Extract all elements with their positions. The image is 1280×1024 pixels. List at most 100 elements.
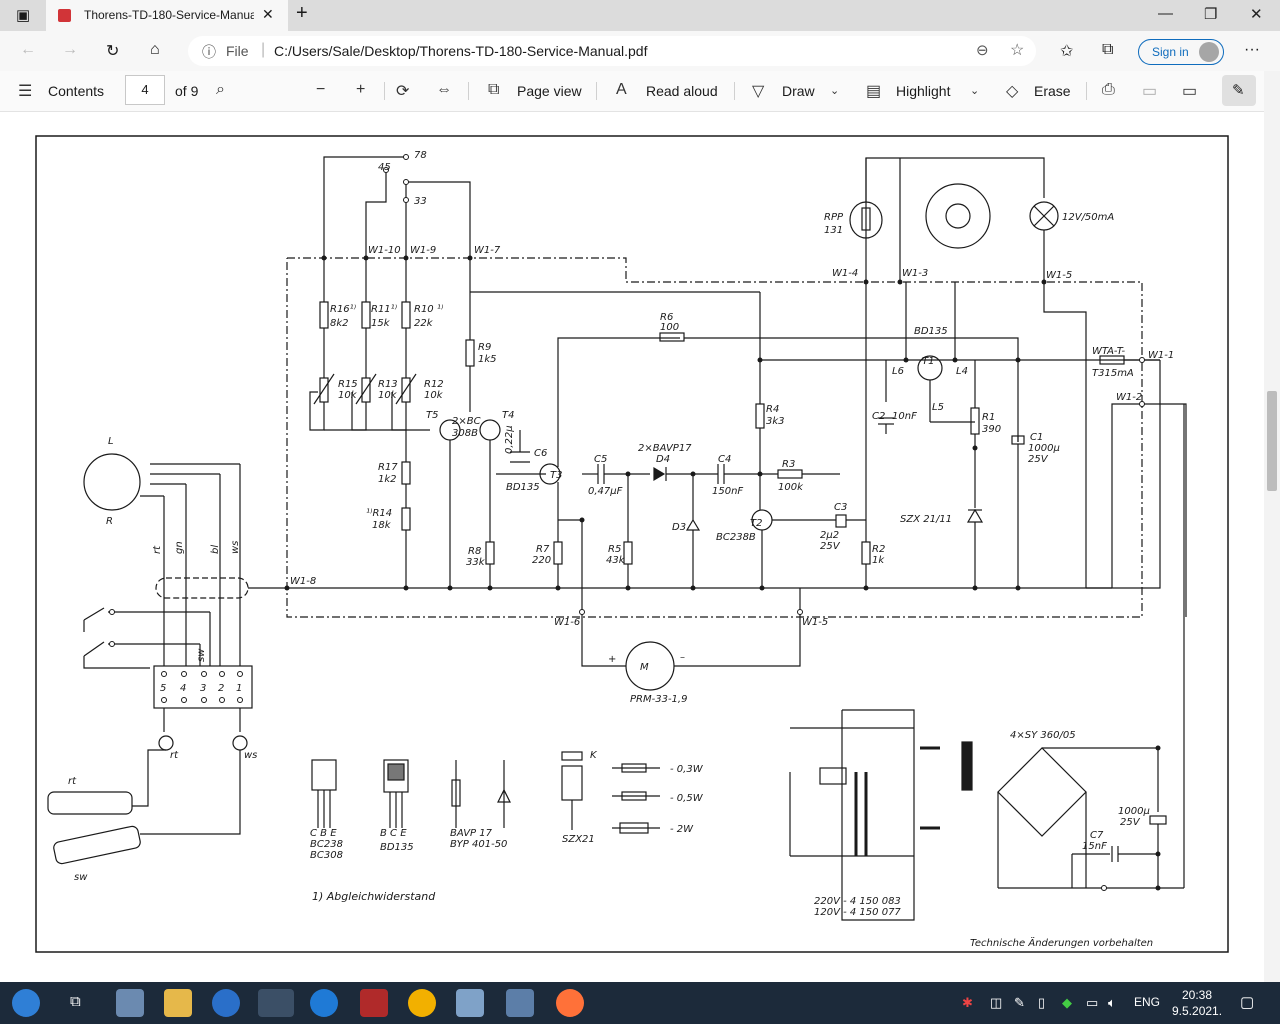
legend-res-03: - 0,3W	[670, 764, 704, 775]
legend-res-05: - 0,5W	[670, 793, 704, 804]
forward-button[interactable]: →	[62, 41, 78, 58]
address-field[interactable]: ⓘ File | C:/Users/Sale/Desktop/Thorens-T…	[188, 36, 1036, 66]
motor-plus: +	[608, 654, 616, 665]
pen-tray-icon[interactable]: ✎	[1014, 995, 1025, 1010]
erase-icon[interactable]: ◇	[1006, 83, 1019, 100]
footer-note: Technische Änderungen vorbehalten	[970, 936, 1153, 949]
url-scheme: File	[226, 43, 249, 59]
network-tray-icon[interactable]: ▭	[1086, 995, 1099, 1010]
close-window-button[interactable]: ✕	[1250, 6, 1263, 23]
fit-to-width-icon[interactable]: ⇔	[436, 81, 452, 98]
save-icon[interactable]: ▭	[1142, 83, 1158, 100]
page-total: of 9	[175, 83, 199, 99]
edge-browser-icon[interactable]	[258, 989, 294, 1017]
highlight-icon[interactable]: ▤	[866, 83, 882, 100]
legend-pkg1-types: BC238	[310, 839, 343, 850]
internet-explorer-icon[interactable]	[212, 989, 240, 1017]
save-as-icon[interactable]: ▭	[1182, 83, 1198, 100]
rotate-icon[interactable]: ⟳	[396, 83, 410, 100]
conn-sw: sw	[196, 648, 207, 662]
r15-label: R15	[338, 379, 358, 390]
draw-icon[interactable]: ▽	[752, 83, 765, 100]
highlight-chevron-down-icon[interactable]: ⌄	[970, 85, 980, 97]
c1-voltage: 25V	[1028, 454, 1049, 465]
contents-button[interactable]: Contents	[48, 83, 105, 99]
archicad-icon[interactable]	[408, 989, 436, 1017]
read-aloud-icon[interactable]: A	[616, 81, 627, 98]
l4-label: L4	[956, 366, 968, 377]
paint-app-icon[interactable]	[456, 989, 484, 1017]
calendar-app-icon[interactable]	[116, 989, 144, 1017]
battery-tray-icon[interactable]: ▯	[1038, 995, 1046, 1010]
security-tray-icon[interactable]: ✱	[962, 995, 973, 1010]
tab-actions-icon[interactable]: ▣	[16, 7, 31, 24]
r3-label: R3	[782, 459, 795, 470]
pin-toolbar-button[interactable]: ✎	[1222, 75, 1256, 106]
highlight-button[interactable]: Highlight	[896, 83, 951, 99]
address-bar-row: ← → ↻ ⌂ ⓘ File | C:/Users/Sale/Desktop/T…	[0, 31, 1280, 71]
volume-tray-icon[interactable]: 🔈︎	[1108, 995, 1116, 1010]
notifications-icon[interactable]: ▢	[1240, 994, 1255, 1011]
browser-tab[interactable]: Thorens-TD-180-Service-Manual.pdf ✕	[46, 0, 288, 31]
psu-cap-value: 1000µ	[1118, 806, 1150, 817]
conn-pin-4: 4	[180, 683, 186, 694]
new-tab-button[interactable]: +	[296, 2, 308, 24]
collections-icon[interactable]: ⧉	[1102, 41, 1114, 58]
read-aloud-button[interactable]: Read aloud	[646, 83, 718, 99]
r16-label: R16¹⁾	[330, 304, 357, 315]
draw-chevron-down-icon[interactable]: ⌄	[830, 85, 840, 97]
motor-label: M	[640, 662, 649, 673]
rpp-label: RPP	[824, 212, 844, 223]
shield-tray-icon[interactable]: ◆	[1062, 995, 1072, 1010]
r17-value: 1k2	[378, 474, 397, 485]
clock-time: 20:38	[1182, 988, 1213, 1002]
page-view-icon[interactable]: ⧉	[488, 81, 500, 98]
tab-close-icon[interactable]: ✕	[262, 6, 274, 22]
search-icon[interactable]: ⌕	[216, 81, 225, 98]
pdf-viewer[interactable]: 78 45 33 W1-10 W1-9 W1-7 W1-4 W1-3 W1-5 …	[0, 112, 1264, 982]
r11-value: 15k	[371, 318, 391, 329]
minimize-button[interactable]: —	[1158, 5, 1173, 22]
scrollbar-thumb[interactable]	[1267, 391, 1277, 491]
firefox-icon[interactable]	[556, 989, 584, 1017]
calculator-icon[interactable]	[506, 989, 534, 1017]
language-indicator[interactable]: ENG	[1134, 995, 1161, 1009]
restore-button[interactable]: ❐	[1204, 6, 1218, 23]
teamviewer-icon[interactable]	[310, 989, 338, 1017]
page-number-input[interactable]: 4	[125, 75, 165, 105]
add-favorite-icon[interactable]: ☆	[1010, 42, 1025, 59]
zoom-out-icon[interactable]: −	[316, 81, 326, 98]
r9-label: R9	[478, 342, 491, 353]
print-icon[interactable]: ⎙	[1102, 81, 1115, 98]
page-view-button[interactable]: Page view	[517, 83, 582, 99]
camera-tray-icon[interactable]: ◫	[990, 995, 1003, 1010]
sign-in-button[interactable]: Sign in	[1138, 39, 1224, 65]
erase-button[interactable]: Erase	[1034, 83, 1071, 99]
zoom-in-icon[interactable]: +	[356, 81, 366, 98]
node-78: 78	[414, 150, 427, 161]
r1-label: R1	[982, 412, 995, 423]
title-bar: ▣ Thorens-TD-180-Service-Manual.pdf ✕ + …	[0, 0, 1280, 31]
file-explorer-icon[interactable]	[164, 989, 192, 1017]
start-button[interactable]	[12, 989, 40, 1017]
back-button[interactable]: ←	[20, 41, 36, 58]
favorites-icon[interactable]: ✩	[1060, 43, 1074, 60]
task-view-icon[interactable]: ⧉	[70, 993, 81, 1010]
home-button[interactable]: ⌂	[150, 41, 160, 58]
clock[interactable]: 20:38 9.5.2021.	[1172, 987, 1222, 1019]
t5-label: T5	[426, 410, 438, 421]
c5-value: 0,47µF	[588, 486, 623, 497]
l5-label: L5	[932, 402, 944, 413]
game-app-icon[interactable]	[360, 989, 388, 1017]
zoom-icon[interactable]: ⊖	[976, 42, 989, 59]
c4-value: 150nF	[712, 486, 743, 497]
draw-button[interactable]: Draw	[782, 83, 815, 99]
refresh-button[interactable]: ↻	[106, 43, 120, 60]
c3-label: C3	[834, 502, 847, 513]
vertical-scrollbar[interactable]	[1264, 71, 1280, 982]
wire-ws: ws	[230, 541, 241, 554]
c3-value: 2µ2	[820, 530, 839, 541]
contents-icon[interactable]: ☰	[18, 83, 33, 100]
info-icon[interactable]: ⓘ	[202, 44, 216, 60]
settings-more-button[interactable]: ···	[1244, 41, 1260, 58]
